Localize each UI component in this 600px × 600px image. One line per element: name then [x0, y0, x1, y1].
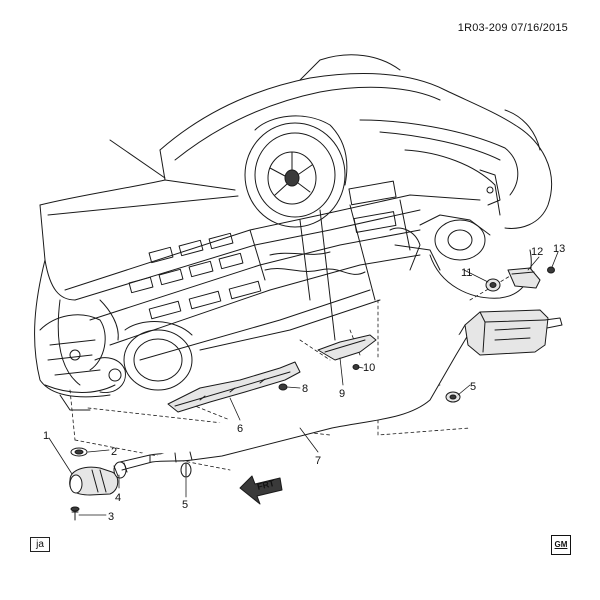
bracket-bolt: [547, 266, 555, 274]
rear-suspension: [389, 169, 501, 271]
callout-3: 3: [108, 511, 114, 523]
callout-13: 13: [553, 243, 565, 255]
front-direction-arrow: [239, 475, 283, 505]
frt-label: FRT: [256, 478, 276, 492]
callout-labels: 1 2 3 4 5 5 6 7 8 9 10 11 12 13: [43, 243, 565, 523]
hanger-bracket: [507, 267, 541, 289]
callout-12: 12: [531, 246, 543, 258]
heat-shield-front: [167, 361, 301, 413]
bolt: [70, 506, 80, 521]
floor-pan: [64, 180, 481, 361]
callout-1: 1: [43, 430, 49, 442]
callout-8: 8: [302, 383, 308, 395]
front-wheel: [123, 321, 193, 391]
nut: [278, 383, 288, 391]
callout-2: 2: [111, 446, 117, 458]
callout-5a: 5: [182, 499, 188, 511]
catalytic-converter: [69, 466, 119, 496]
clamp: [113, 461, 128, 479]
rear-muffler: [464, 309, 563, 356]
hanger-insulator-rear: [445, 391, 461, 403]
callout-9: 9: [339, 388, 345, 400]
insulator: [485, 278, 501, 292]
diagram-code: 1R03-209: [457, 22, 508, 34]
callout-4: 4: [115, 492, 121, 504]
diagram-date: 07/16/2015: [510, 22, 568, 34]
rear-wheel: [244, 115, 348, 228]
intermediate-pipe: [119, 324, 472, 478]
callout-10: 10: [363, 362, 375, 374]
callout-7: 7: [315, 455, 321, 467]
heat-shield-mid: [317, 334, 377, 361]
callout-6: 6: [237, 423, 243, 435]
callout-5b: 5: [470, 381, 476, 393]
diagram-header: 1R03-209 07/16/2015: [458, 22, 568, 34]
callout-leaders: [48, 251, 559, 516]
engine-compartment: [39, 314, 126, 411]
gasket: [70, 447, 88, 457]
vehicle-body-outline: [34, 54, 553, 398]
callout-11: 11: [461, 267, 472, 279]
gm-logo: GM: [551, 535, 571, 555]
gm-logo-text: GM: [554, 540, 568, 549]
corner-box-label: ja: [30, 537, 50, 552]
